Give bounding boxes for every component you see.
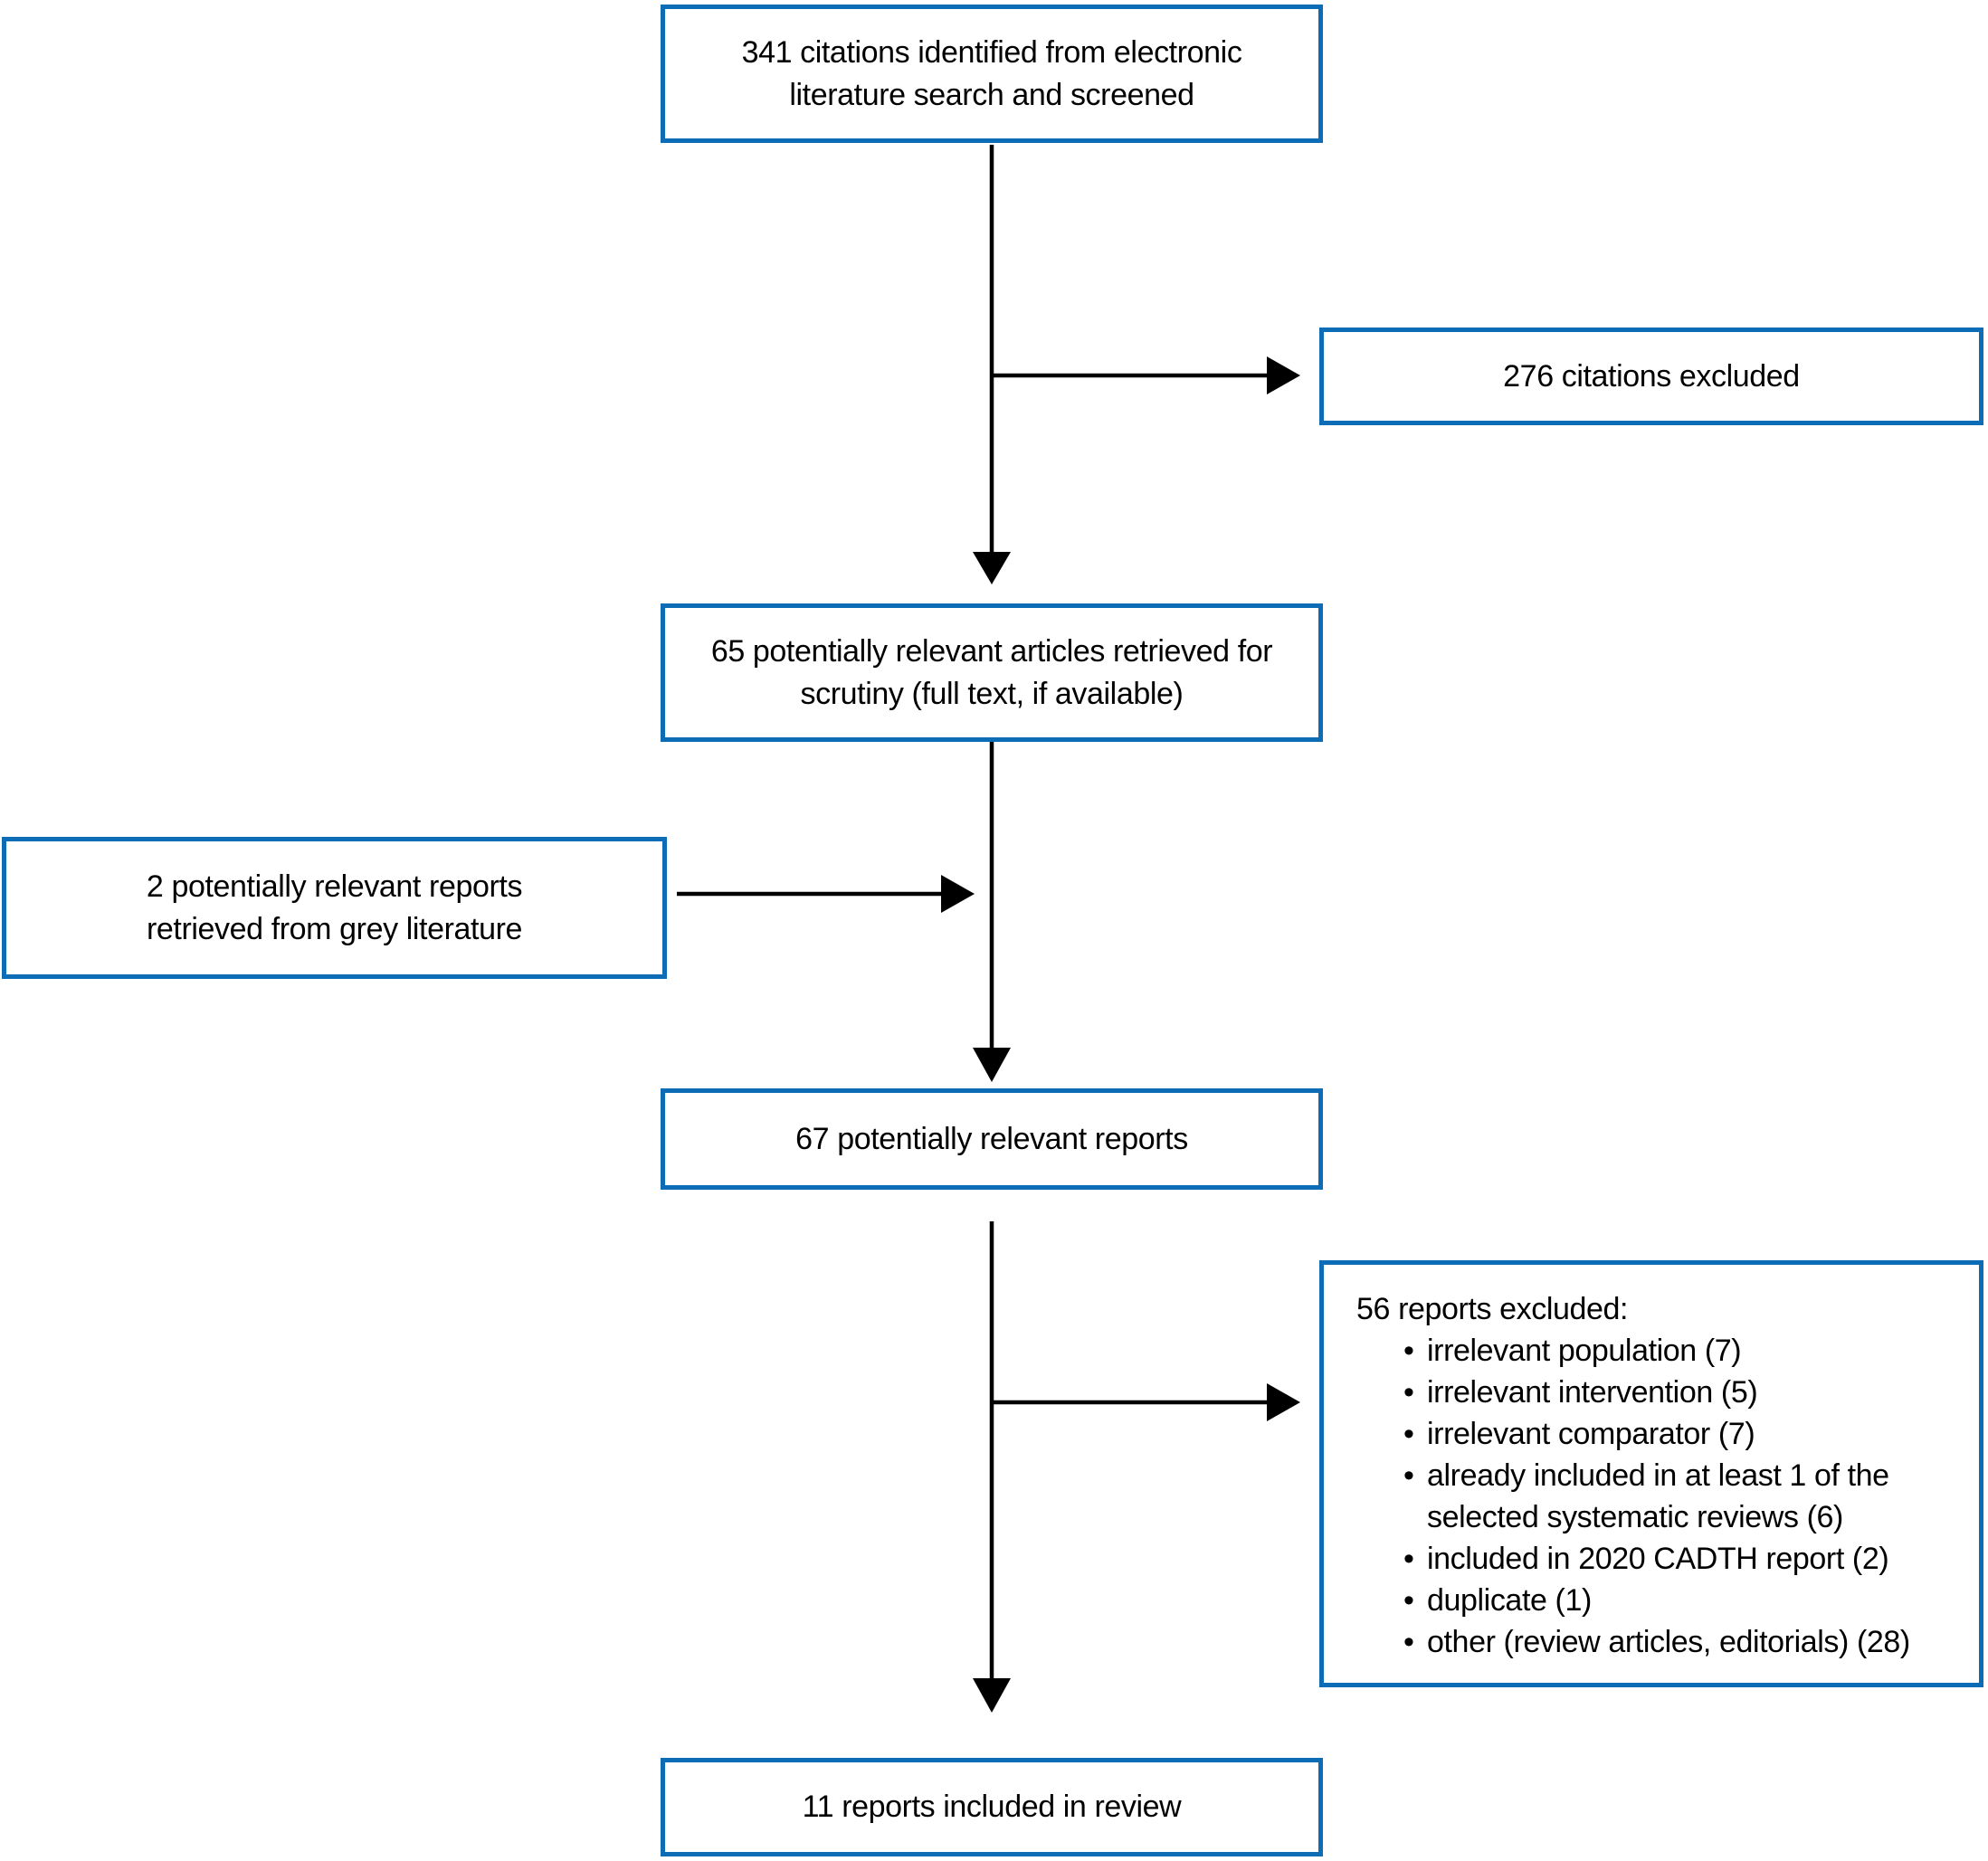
- exclusion-reason-item: other (review articles, editorials) (28): [1403, 1621, 1966, 1663]
- included-in-review-text: 11 reports included in review: [802, 1790, 1182, 1824]
- arrow-grey-literature-to-main-flow: [677, 875, 975, 913]
- arrowhead-down-icon: [973, 1048, 1011, 1082]
- box-reports-excluded: 56 reports excluded: irrelevant populati…: [1319, 1260, 1983, 1687]
- arrow-reports-to-included: [973, 1221, 1011, 1713]
- exclusion-reason-item: duplicate (1): [1403, 1580, 1966, 1621]
- box-included-in-review: 11 reports included in review: [661, 1758, 1323, 1856]
- arrowhead-down-icon: [973, 1678, 1011, 1713]
- arrowhead-down-icon: [973, 552, 1011, 584]
- citations-identified-text: 341 citations identified from electronic…: [741, 34, 1242, 112]
- box-potentially-relevant-reports: 67 potentially relevant reports: [661, 1088, 1323, 1190]
- box-articles-retrieved: 65 potentially relevant articles retriev…: [661, 603, 1323, 742]
- arrow-branch-to-reports-excluded: [992, 1383, 1300, 1421]
- exclusion-reason-item: irrelevant comparator (7): [1403, 1413, 1966, 1455]
- exclusion-reasons-list: irrelevant population (7) irrelevant int…: [1356, 1330, 1966, 1663]
- arrow-branch-to-citations-excluded: [992, 356, 1300, 394]
- arrowhead-right-icon: [941, 875, 975, 913]
- grey-literature-text: 2 potentially relevant reports retrieved…: [146, 869, 523, 946]
- box-citations-identified: 341 citations identified from electronic…: [661, 5, 1323, 143]
- box-grey-literature: 2 potentially relevant reports retrieved…: [2, 837, 667, 979]
- exclusion-reason-item: irrelevant intervention (5): [1403, 1372, 1966, 1413]
- arrowhead-right-icon: [1267, 1383, 1300, 1421]
- exclusion-reason-item: irrelevant population (7): [1403, 1330, 1966, 1372]
- arrow-identified-to-retrieved: [973, 145, 1011, 584]
- arrow-retrieved-to-reports: [973, 742, 1011, 1082]
- articles-retrieved-text: 65 potentially relevant articles retriev…: [710, 633, 1273, 711]
- potentially-relevant-reports-text: 67 potentially relevant reports: [795, 1121, 1188, 1156]
- reports-excluded-title: 56 reports excluded:: [1356, 1292, 1629, 1326]
- citations-excluded-text: 276 citations excluded: [1503, 358, 1800, 394]
- exclusion-reason-item: included in 2020 CADTH report (2): [1403, 1538, 1966, 1580]
- box-citations-excluded: 276 citations excluded: [1319, 328, 1983, 425]
- arrowhead-right-icon: [1267, 356, 1300, 394]
- exclusion-reason-item: already included in at least 1 of the se…: [1403, 1455, 1966, 1538]
